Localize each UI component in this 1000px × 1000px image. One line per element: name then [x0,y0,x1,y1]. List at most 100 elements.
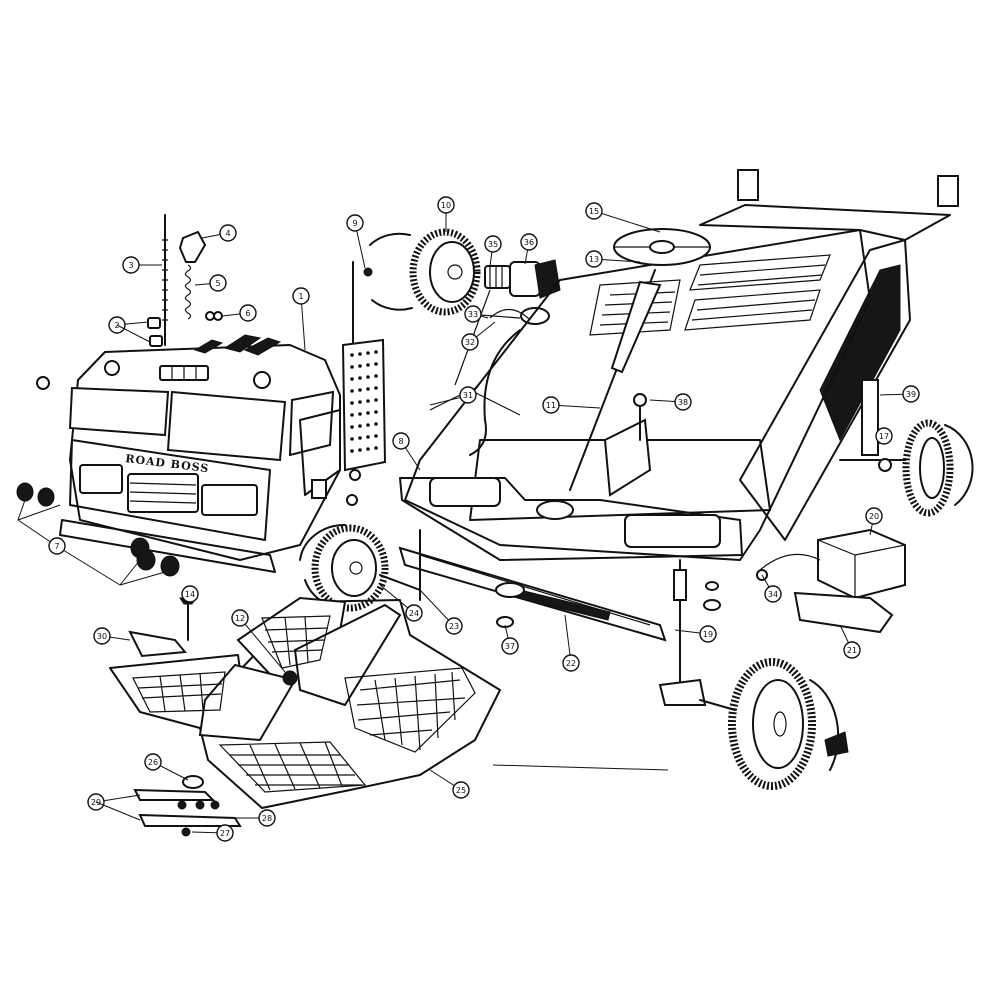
callout-circle [585,202,603,220]
callout-circle [501,637,519,655]
horn-spring [184,264,192,320]
clip-part [205,311,215,321]
callout-number: 17 [879,432,889,441]
exhaust-stack [341,261,387,472]
callout-number: 15 [589,207,599,216]
callout-25: 25 [452,781,470,799]
marker-light [147,317,161,329]
wire-harness [469,329,521,456]
callout-circle [239,304,257,322]
callout-circle [562,654,580,672]
callout-leader-line [116,324,151,343]
callout-circle [902,385,920,403]
callout-28: 28 [258,809,276,827]
air-horn [178,230,207,263]
callout-circle [464,305,482,323]
callout-number: 14 [185,590,195,599]
callout-37: 37 [501,637,519,655]
callout-number: 1 [298,292,303,301]
callout-33: 33 [464,305,482,323]
callout-23: 23 [445,617,463,635]
callout-circle [405,604,423,622]
callout-number: 34 [768,590,778,599]
callout-35: 35 [484,235,502,253]
callout-circle [144,753,162,771]
callout-circle [520,233,538,251]
callout-number: 20 [869,512,879,521]
battery [756,528,906,634]
callout-4: 4 [219,224,237,242]
callout-15: 15 [585,202,603,220]
car-body [399,169,959,561]
callout-circle [585,250,603,268]
callout-1: 1 [292,287,310,305]
callout-number: 23 [449,622,459,631]
callout-leader-line [300,295,306,351]
callout-number: 27 [220,829,230,838]
callout-number: 5 [215,279,220,288]
callout-39: 39 [902,385,920,403]
callout-number: 25 [456,786,466,795]
callout-circle [93,627,111,645]
callout-number: 36 [524,238,534,247]
callout-34: 34 [764,585,782,603]
callout-number: 31 [463,391,473,400]
callout-circle [209,274,227,292]
callout-number: 33 [468,310,478,319]
callout-22: 22 [562,654,580,672]
callout-11: 11 [542,396,560,414]
callout-number: 22 [566,659,576,668]
gear-motor [479,259,561,325]
callout-number: 7 [54,542,59,551]
callout-circle [764,585,782,603]
callout-number: 13 [589,255,599,264]
callout-3: 3 [122,256,140,274]
marker-light [149,335,163,347]
callout-10: 10 [437,196,455,214]
small-hardware [128,597,298,837]
callout-number: 9 [352,219,357,228]
callout-13: 13 [585,250,603,268]
callout-circle [542,396,560,414]
callout-circle [461,333,479,351]
callout-9: 9 [346,214,364,232]
callout-14: 14 [181,585,199,603]
callout-31: 31 [459,386,477,404]
callout-12: 12 [231,609,249,627]
callout-number: 8 [398,437,403,446]
callout-circle [865,507,883,525]
callout-circle [122,256,140,274]
callout-38: 38 [674,393,692,411]
wheel-10 [363,228,481,316]
callout-circle [216,824,234,842]
callout-circle [452,781,470,799]
callout-circle [231,609,249,627]
callout-circle [392,432,410,450]
callout-circle [258,809,276,827]
callout-circle [445,617,463,635]
callout-circle [219,224,237,242]
callout-number: 6 [245,309,250,318]
callout-number: 3 [128,261,133,270]
callout-number: 12 [235,614,245,623]
callout-number: 30 [97,632,107,641]
callout-8: 8 [392,432,410,450]
callout-circle [437,196,455,214]
callout-circle [459,386,477,404]
callout-number: 24 [409,609,419,618]
callout-26: 26 [144,753,162,771]
antenna [162,214,168,346]
part-callouts: 1234567891011121314151719202122232425262… [48,196,920,842]
headlight-lenses [16,482,180,586]
callout-number: 4 [225,229,230,238]
callout-number: 10 [441,201,451,210]
callout-number: 39 [906,390,916,399]
front-wheel-right [699,658,849,790]
callout-circle [875,427,893,445]
callout-number: 37 [505,642,515,651]
front-wheel-left [299,523,421,612]
truck-cab: ROAD BOSS [59,334,361,573]
callout-circle [843,641,861,659]
